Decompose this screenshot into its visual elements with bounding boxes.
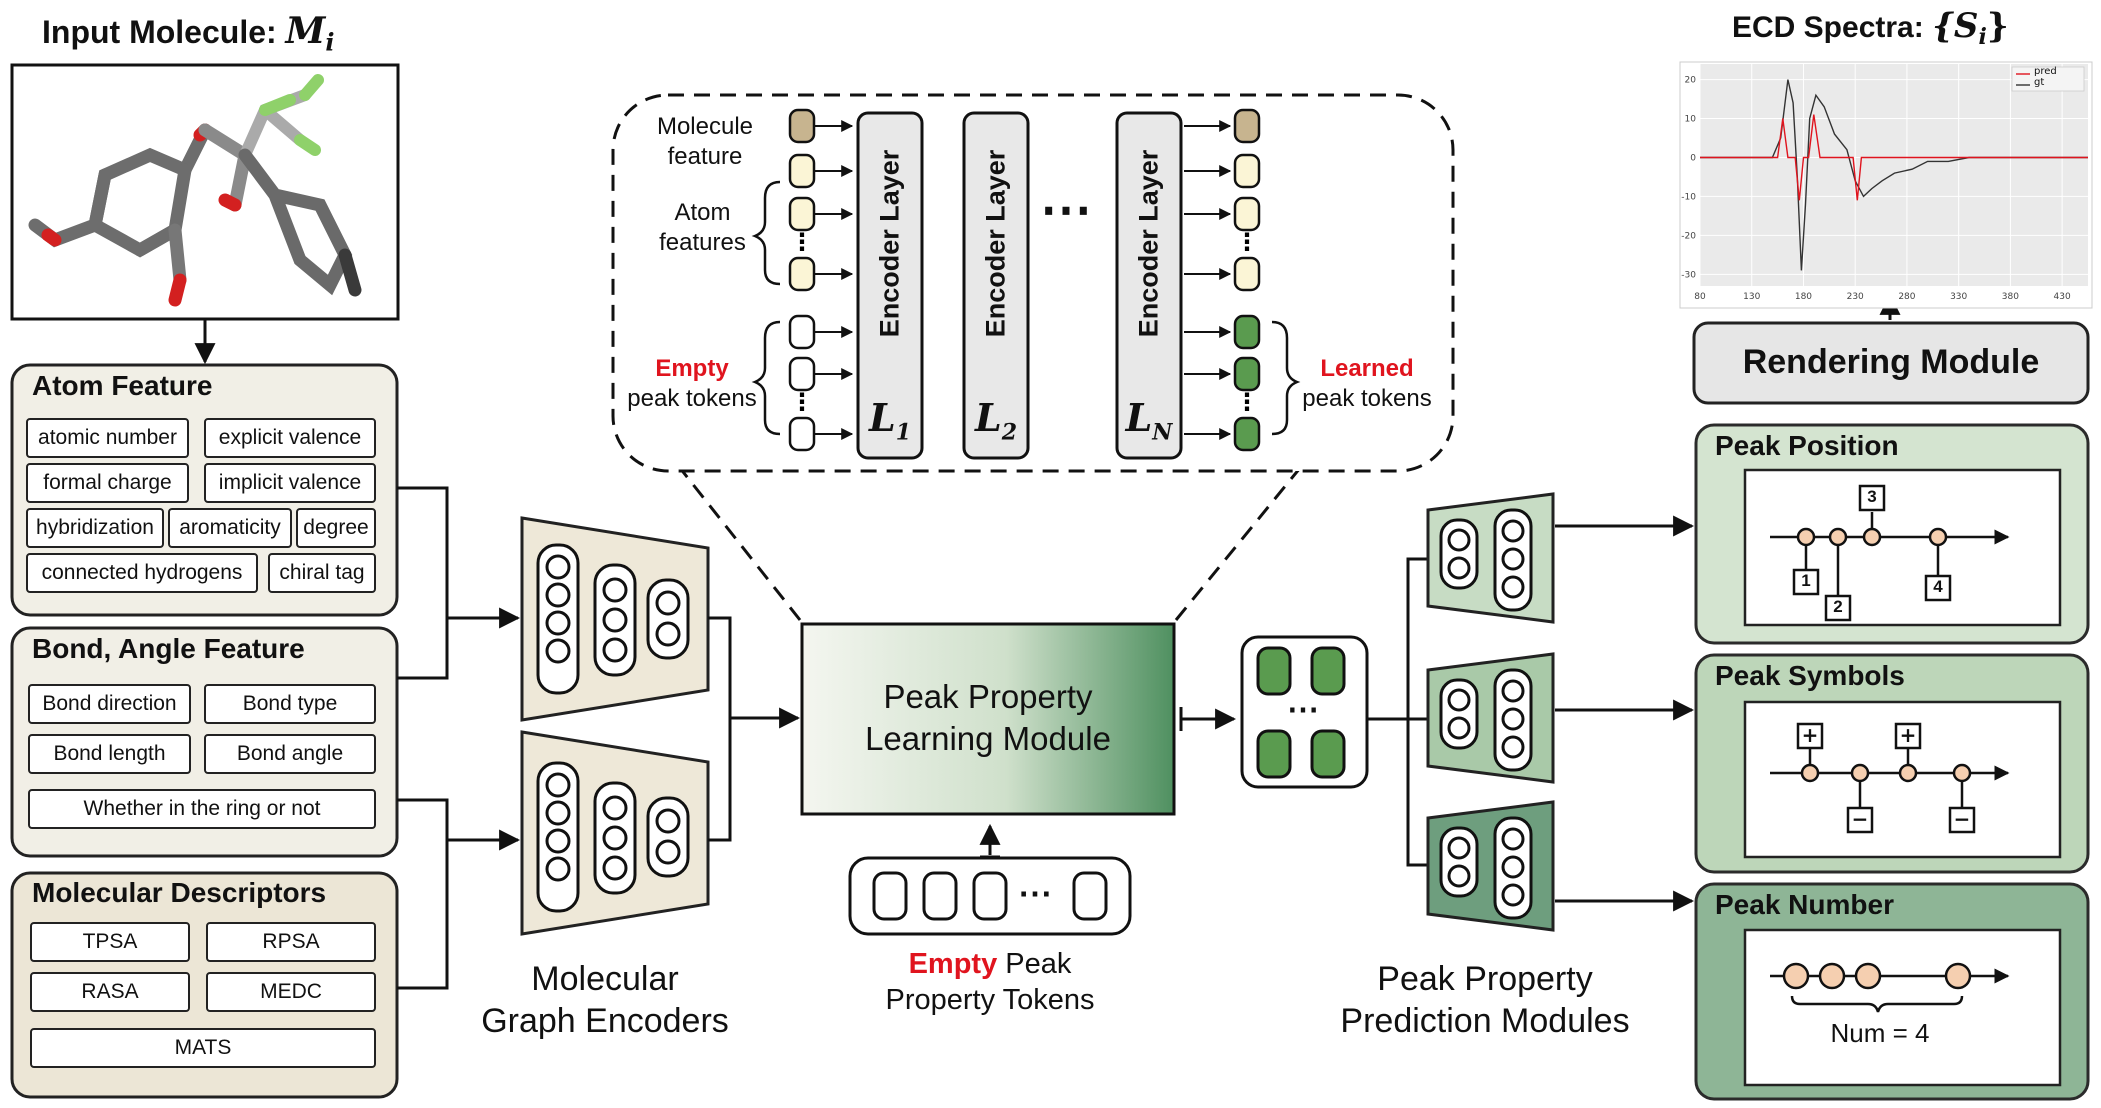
peak-symbols-diagram <box>1770 722 2010 834</box>
encoder-layer-2 <box>962 111 1030 460</box>
svg-text:⋮: ⋮ <box>1235 388 1259 416</box>
ecd-x-tick: 280 <box>1898 292 1915 302</box>
tag-bond-length: Bond length <box>28 734 191 774</box>
bond-feature-title: Bond, Angle Feature <box>32 633 305 664</box>
tag-mats: MATS <box>30 1028 376 1068</box>
learned-token-dots: ⋯ <box>1287 691 1319 727</box>
symbol-label-3: + <box>1899 723 1917 747</box>
encoder-layer-1 <box>856 111 924 460</box>
symbol-label-1: + <box>1801 723 1819 747</box>
ecd-y-tick: 20 <box>1685 76 1697 86</box>
prediction-module-3 <box>1426 800 1555 932</box>
position-label-2: 2 <box>1833 597 1843 616</box>
tag-degree: degree <box>296 508 376 548</box>
tag-atomic-number: atomic number <box>26 418 189 458</box>
tag-rpsa: RPSA <box>206 922 376 962</box>
symbol-label-4: − <box>1953 807 1971 831</box>
ecd-x-tick: 380 <box>2002 292 2019 302</box>
encoder-layer-1-label: Encoder Layer <box>874 149 905 337</box>
tag-hybridization: hybridization <box>26 508 164 548</box>
ecd-spectra-title: ECD Spectra: {Si} <box>1732 6 2009 50</box>
input-token-column: ⋮ ⋮ <box>788 108 816 452</box>
ecd-y-tick: 10 <box>1685 115 1697 125</box>
ecd-x-tick: 430 <box>2054 292 2071 302</box>
tag-chiral-tag: chiral tag <box>268 553 376 593</box>
output-token-column: ⋮ ⋮ <box>1233 108 1261 452</box>
ecd-y-tick: -10 <box>1681 192 1696 202</box>
learning-module-box <box>800 622 1176 816</box>
empty-tokens-caption: Empty Peak Property Tokens <box>885 948 1095 1016</box>
ecd-x-tick: 130 <box>1743 292 1760 302</box>
tag-aromaticity: aromaticity <box>168 508 292 548</box>
rendering-module-box <box>1692 321 2090 405</box>
tag-explicit-valence: explicit valence <box>204 418 376 458</box>
position-label-4: 4 <box>1933 577 1943 596</box>
empty-token-dots: ⋯ <box>1018 875 1052 913</box>
molecule-image-frame <box>10 63 400 321</box>
tag-tpsa: TPSA <box>30 922 190 962</box>
ecd-y-tick: -20 <box>1681 231 1696 241</box>
tag-bond-angle: Bond angle <box>204 734 376 774</box>
layer-index-1: L1 <box>868 395 912 446</box>
prediction-module-1 <box>1426 492 1555 624</box>
tag-formal-charge: formal charge <box>26 463 189 503</box>
ecd-x-tick: 230 <box>1847 292 1864 302</box>
layer-index-2: L2 <box>974 395 1018 446</box>
layer-ellipsis: ⋯ <box>1040 181 1092 239</box>
descriptors-title: Molecular Descriptors <box>32 877 327 908</box>
tag-bond-type: Bond type <box>204 684 376 724</box>
tag-in-ring: Whether in the ring or not <box>28 789 376 829</box>
svg-text:⋮: ⋮ <box>1235 228 1259 256</box>
ecd-legend-pred: pred <box>2034 66 2057 77</box>
input-molecule-title: Input Molecule: Mi <box>42 10 335 57</box>
ecd-x-tick: 80 <box>1694 292 1706 302</box>
peak-position-title: Peak Position <box>1715 430 1899 461</box>
ecd-y-tick: -30 <box>1681 270 1696 280</box>
graph-encoder-top <box>520 516 710 722</box>
symbol-label-2: − <box>1851 807 1869 831</box>
svg-text:⋮: ⋮ <box>790 388 814 416</box>
molecule-structure <box>28 74 362 307</box>
ecd-x-tick: 180 <box>1795 292 1812 302</box>
tag-rasa: RASA <box>30 972 190 1012</box>
ecd-legend-gt: gt <box>2034 77 2045 88</box>
peak-number-title: Peak Number <box>1715 889 1894 920</box>
peak-number-label: Num = 4 <box>1830 1018 1930 1048</box>
graph-encoder-bottom <box>520 730 710 936</box>
prediction-module-2 <box>1426 652 1555 784</box>
tag-connected-hydrogens: connected hydrogens <box>26 553 258 593</box>
encoder-layer-2-label: Encoder Layer <box>980 149 1011 337</box>
position-label-3: 3 <box>1867 487 1877 506</box>
tag-implicit-valence: implicit valence <box>204 463 376 503</box>
peak-position-diagram <box>1770 484 2010 622</box>
tag-bond-direction: Bond direction <box>28 684 191 724</box>
layer-index-n: LN <box>1125 395 1173 446</box>
peak-symbols-title: Peak Symbols <box>1715 660 1905 691</box>
position-label-1: 1 <box>1801 571 1811 590</box>
rendering-module-label: Rendering Module <box>1742 343 2040 381</box>
svg-text:⋮: ⋮ <box>790 228 814 256</box>
atom-feature-title: Atom Feature <box>32 370 213 401</box>
encoder-layer-n <box>1115 111 1183 460</box>
ecd-x-tick: 330 <box>1950 292 1967 302</box>
tag-medc: MEDC <box>206 972 376 1012</box>
peak-number-diagram <box>1770 962 2010 1013</box>
ecd-plot: 80 130 180 230 280 330 380 430 20 10 0 -10 -20 -30 <box>1679 61 2093 309</box>
ecd-y-tick: 0 <box>1690 153 1696 163</box>
encoder-layer-n-label: Encoder Layer <box>1133 149 1164 337</box>
